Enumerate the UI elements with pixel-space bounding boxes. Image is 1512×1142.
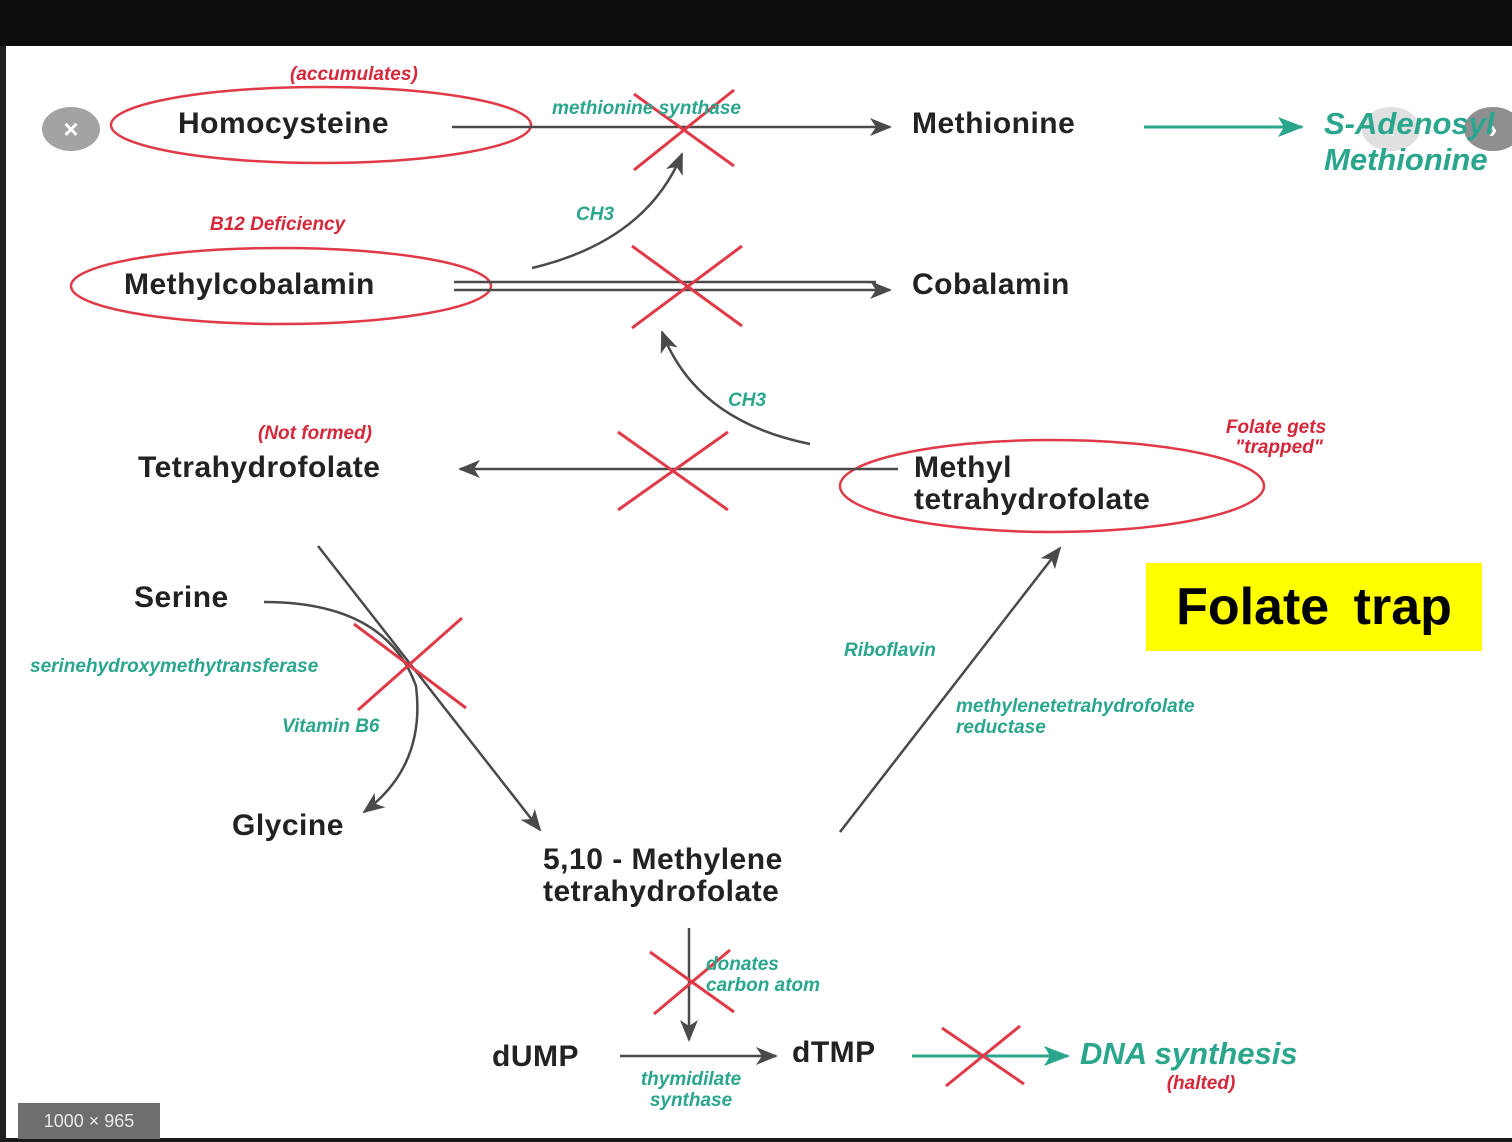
label-donates-line1: donates xyxy=(706,954,779,975)
folate-trap-callout: Folate trap xyxy=(1146,563,1482,651)
label-mthfr-line1: methylenetetrahydrofolate xyxy=(956,696,1195,717)
label-halted: (halted) xyxy=(1166,1073,1236,1094)
node-methylcobalamin: Methylcobalamin xyxy=(124,268,375,301)
node-methylene-thf-line2: tetrahydrofolate xyxy=(543,875,780,908)
node-methyl-thf-line1: Methyl xyxy=(914,451,1013,484)
node-dna-synthesis: DNA synthesis xyxy=(1080,1036,1298,1071)
serine-to-glycine-arrow xyxy=(263,600,419,814)
label-ch3-mid: CH3 xyxy=(728,390,767,411)
prev-image-icon[interactable]: ‹ xyxy=(1362,107,1420,151)
viewer-left-edge xyxy=(0,46,6,1142)
ch3-transfer-arrow-top xyxy=(531,152,684,270)
node-homocysteine: Homocysteine xyxy=(178,107,390,140)
node-cobalamin: Cobalamin xyxy=(912,268,1070,301)
node-s-adenosyl-methionine-line1: S-Adenosyl xyxy=(1324,106,1495,141)
label-ch3-top: CH3 xyxy=(576,204,615,225)
block-x-dna xyxy=(941,1024,1025,1088)
node-methyl-thf-line2: tetrahydrofolate xyxy=(914,483,1151,516)
label-accumulates: (accumulates) xyxy=(290,64,418,85)
node-tetrahydrofolate: Tetrahydrofolate xyxy=(138,451,381,484)
block-x-thf xyxy=(617,430,729,512)
label-b12-deficiency: B12 Deficiency xyxy=(210,214,346,235)
label-thymidilate-line2: synthase xyxy=(649,1090,733,1111)
mthfr-arrow xyxy=(839,546,1062,833)
thf-to-methylene-thf-arrow xyxy=(317,545,542,832)
node-glycine: Glycine xyxy=(232,809,344,842)
label-thymidilate-line1: thymidilate xyxy=(640,1069,742,1090)
viewer-top-bar xyxy=(0,0,1512,46)
label-donates-line2: carbon atom xyxy=(706,975,821,996)
block-x-donates xyxy=(649,948,735,1016)
image-canvas: × ‹ › Homocysteine Methionine S-Adenosyl… xyxy=(6,46,1512,1138)
next-image-icon[interactable]: › xyxy=(1464,107,1512,151)
node-serine: Serine xyxy=(134,581,229,614)
label-not-formed: (Not formed) xyxy=(258,423,372,444)
label-trapped: "trapped" xyxy=(1235,437,1323,458)
node-methylene-thf-line1: 5,10 - Methylene xyxy=(543,843,783,876)
node-s-adenosyl-methionine-line2: Methionine xyxy=(1324,142,1488,177)
label-vitamin-b6: Vitamin B6 xyxy=(282,716,380,737)
block-x-serine xyxy=(353,616,467,712)
block-x-cobalamin xyxy=(631,244,743,330)
methylcobalamin-highlight-ellipse xyxy=(69,246,493,326)
label-methionine-synthase: methionine synthase xyxy=(552,98,741,119)
image-dimensions-badge: 1000 × 965 xyxy=(18,1103,160,1139)
homocysteine-highlight-ellipse xyxy=(109,85,533,165)
close-icon[interactable]: × xyxy=(42,107,100,151)
block-x-methionine-synthase xyxy=(633,88,735,172)
node-methionine: Methionine xyxy=(912,107,1076,140)
label-folate-gets: Folate gets xyxy=(1225,417,1327,438)
pathway-diagram xyxy=(69,85,1304,1088)
label-mthfr-line2: reductase xyxy=(956,717,1046,738)
node-dtmp: dTMP xyxy=(792,1036,876,1069)
node-dump: dUMP xyxy=(492,1040,579,1073)
label-riboflavin: Riboflavin xyxy=(844,640,936,661)
ch3-transfer-arrow-mid xyxy=(660,330,811,446)
methyl-thf-highlight-ellipse xyxy=(838,438,1266,534)
label-serine-enzyme: serinehydroxymethytransferase xyxy=(30,656,319,677)
